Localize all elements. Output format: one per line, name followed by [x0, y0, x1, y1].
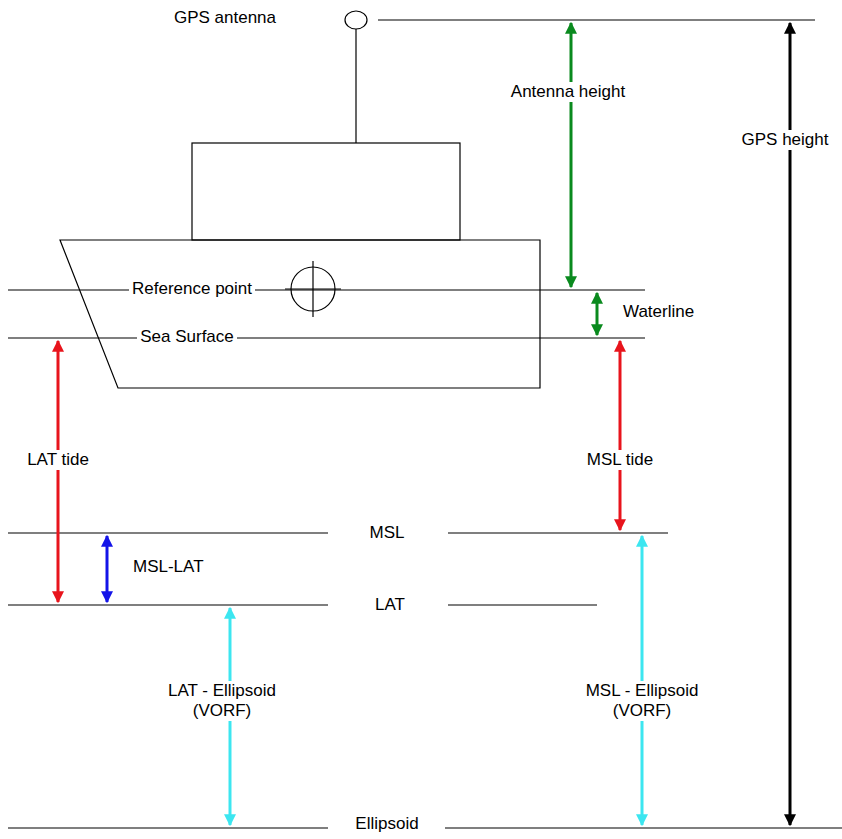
reference-line — [8, 289, 645, 290]
lat-tide-arrow — [57, 341, 60, 602]
msl-tide-arrow — [619, 341, 622, 530]
gps-level-line — [378, 19, 815, 20]
msl-line — [448, 532, 668, 533]
antenna-label: GPS antenna — [171, 8, 279, 28]
antenna-mast — [355, 29, 356, 143]
dimension-label: MSL-LAT — [130, 557, 207, 577]
level-label: LAT — [372, 595, 408, 615]
ship-bridge — [192, 143, 460, 240]
dimension-label: GPS height — [739, 130, 832, 150]
ellipsoid-line — [445, 827, 842, 828]
sea-surface-line — [8, 337, 645, 338]
dimension-label: Waterline — [620, 302, 697, 322]
reference-cross — [312, 261, 313, 317]
dimension-label: MSL - Ellipsoid (VORF) — [567, 681, 718, 722]
msl-line — [8, 532, 328, 533]
waterline-arrow — [596, 293, 599, 335]
antenna-height-arrow — [570, 23, 573, 287]
level-label: MSL — [367, 523, 408, 543]
lat-line — [8, 604, 328, 605]
ship-hull — [60, 240, 540, 388]
dimension-label: Antenna height — [508, 82, 628, 102]
gps-antenna-symbol — [345, 11, 367, 29]
dimension-label: LAT tide — [24, 450, 92, 470]
level-label: Ellipsoid — [352, 814, 421, 834]
msl-lat-arrow — [106, 536, 109, 602]
level-label: Sea Surface — [137, 327, 237, 347]
dimension-label: MSL tide — [584, 450, 656, 470]
level-lines — [8, 20, 842, 828]
dimension-label: LAT - Ellipsoid (VORF) — [149, 681, 295, 722]
ellipsoid-line — [8, 827, 328, 828]
dimension-arrows — [58, 23, 790, 825]
lat-line — [448, 604, 597, 605]
level-label: Reference point — [129, 279, 255, 299]
ship — [60, 11, 540, 388]
